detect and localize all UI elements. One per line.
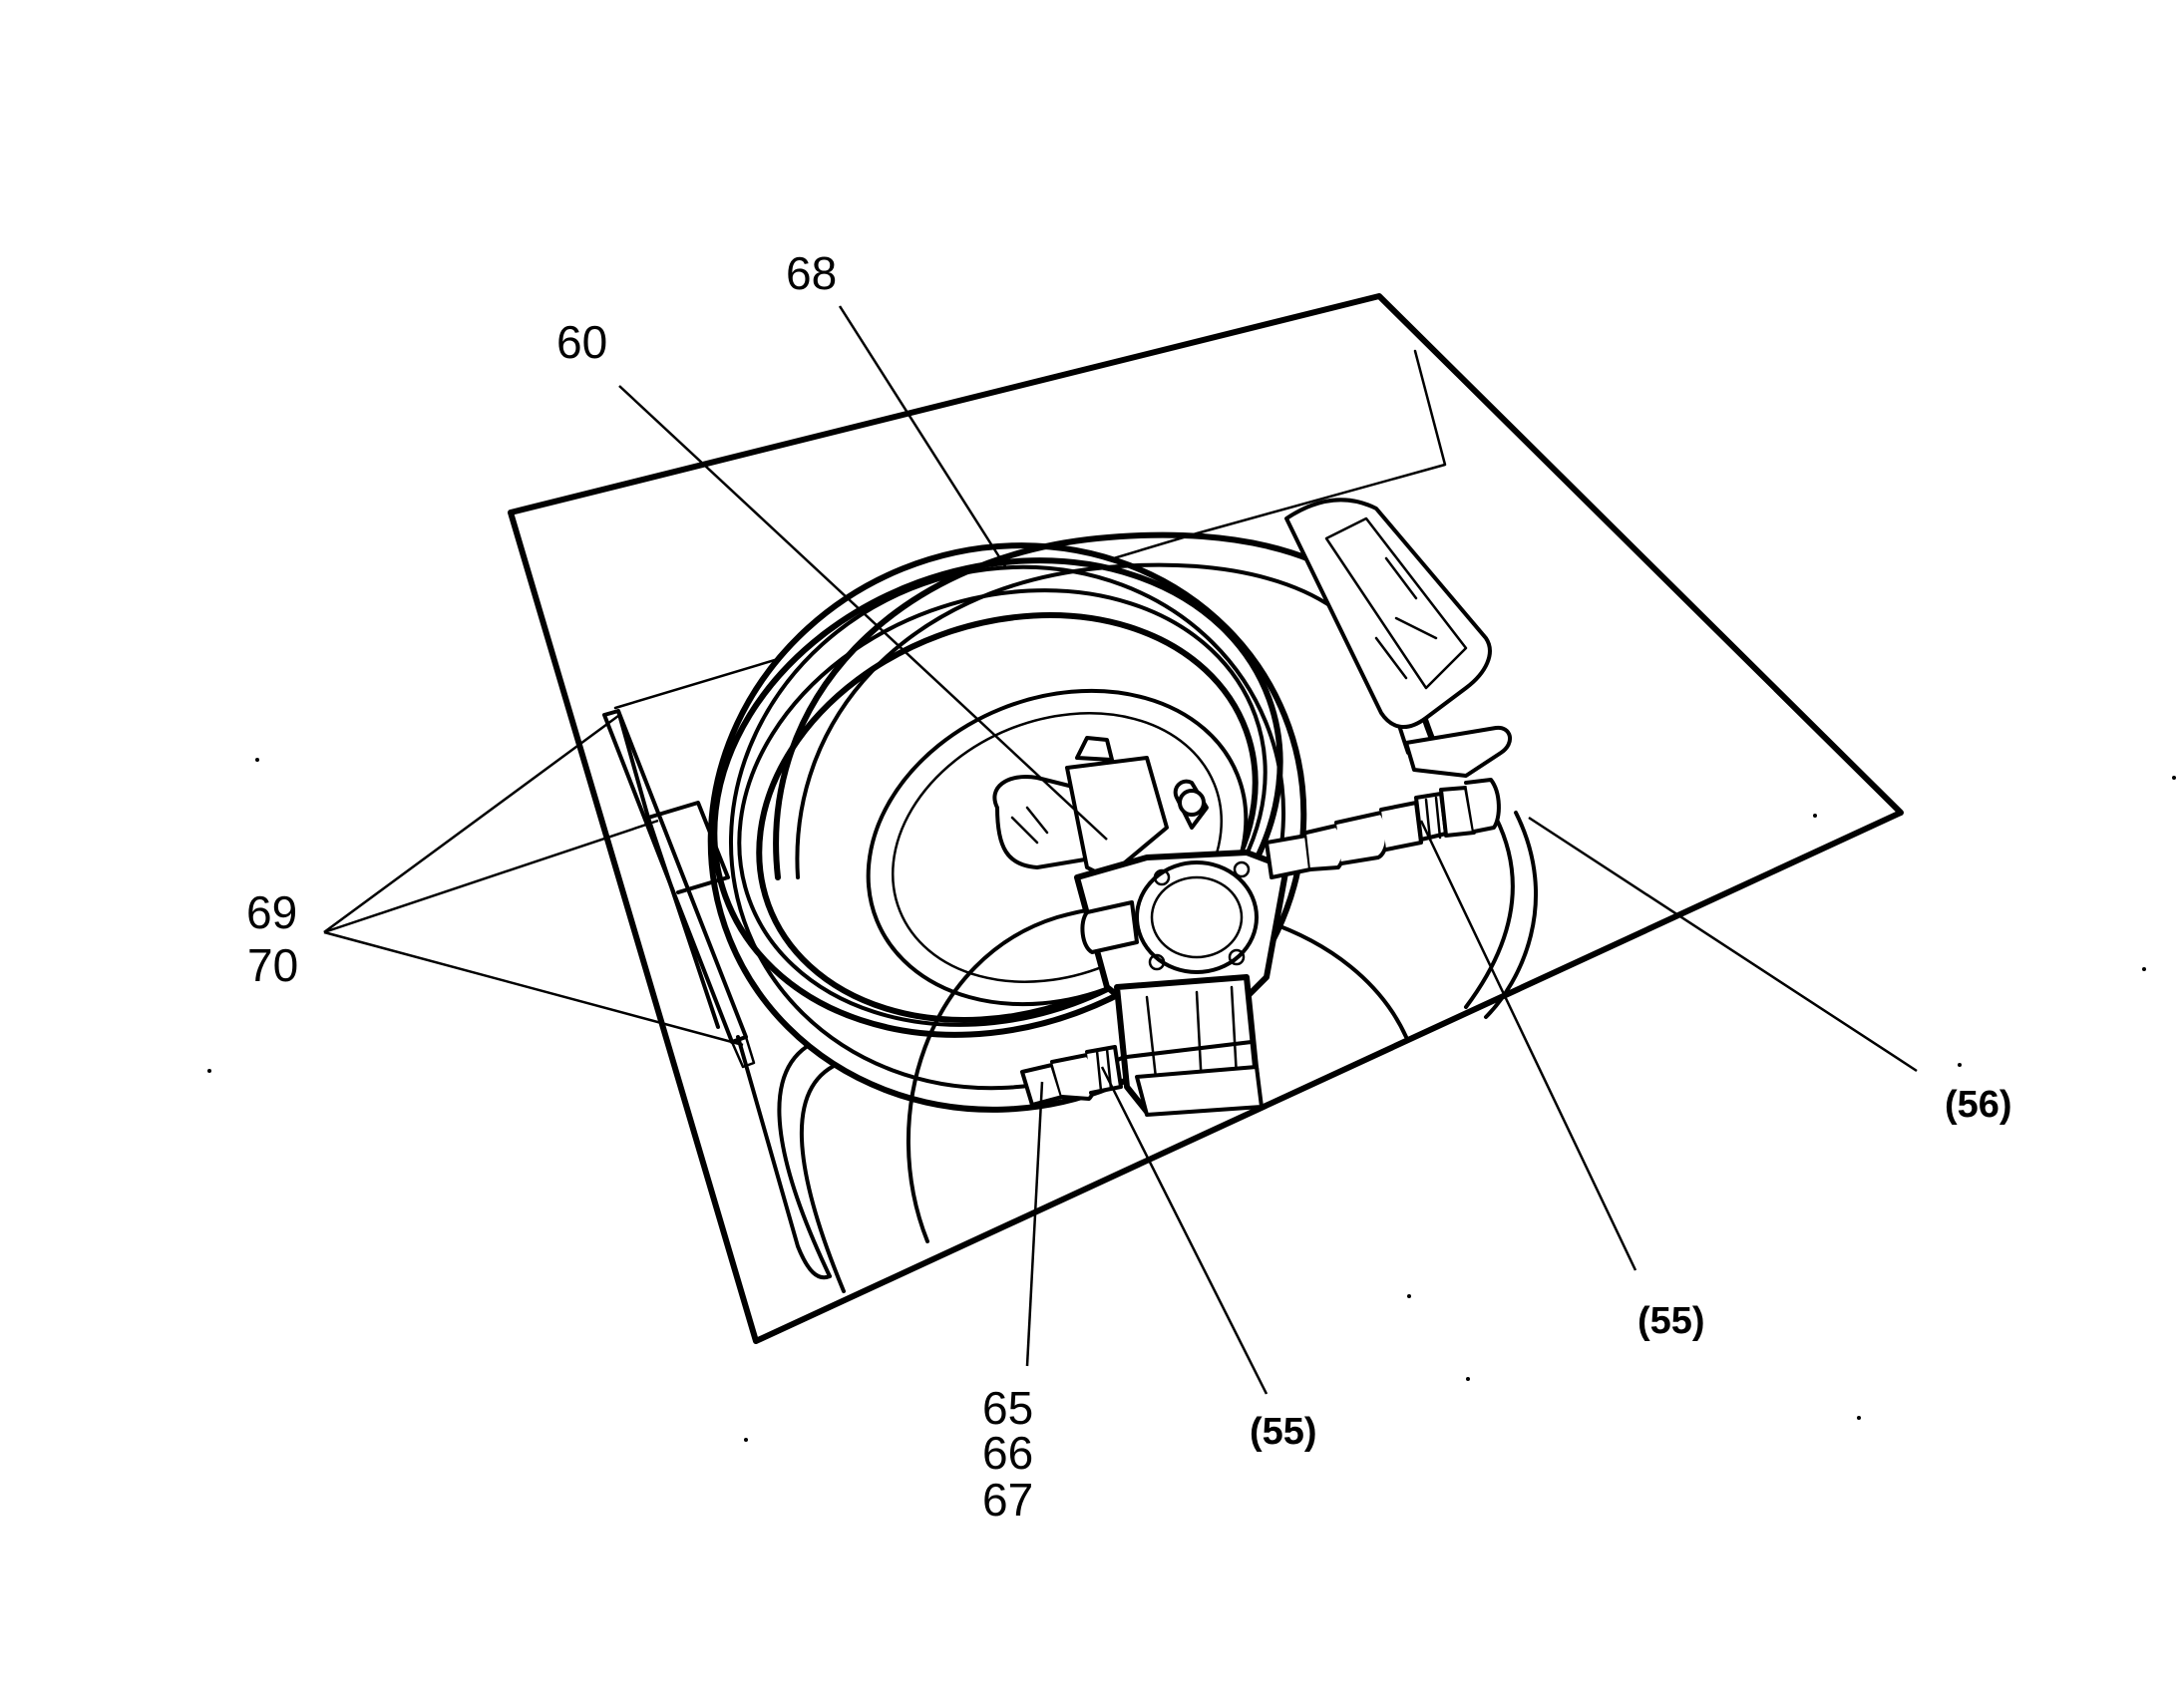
nozzle-holder bbox=[1284, 498, 1512, 778]
callout-60: 60 bbox=[556, 316, 607, 368]
callout-69: 69 bbox=[246, 886, 297, 938]
scan-specks bbox=[207, 758, 2176, 1442]
leader-60 bbox=[618, 385, 1108, 841]
callout-65: 65 bbox=[982, 1382, 1033, 1434]
leader-68 bbox=[838, 305, 1007, 567]
callout-67: 67 bbox=[982, 1474, 1033, 1526]
callout-55-right: (55) bbox=[1637, 1300, 1705, 1342]
left-mounting-bracket bbox=[602, 709, 832, 1280]
callout-66: 66 bbox=[982, 1427, 1033, 1479]
leader-69-70-b bbox=[323, 819, 659, 934]
callout-70: 70 bbox=[247, 939, 298, 991]
leader-55-right bbox=[1419, 820, 1637, 1271]
leader-69-70-c bbox=[323, 930, 744, 1047]
leader-55-bottom bbox=[1100, 1066, 1269, 1395]
callout-56: (56) bbox=[1945, 1084, 2012, 1126]
leader-lines bbox=[323, 305, 1918, 1395]
leader-65-67 bbox=[1025, 1081, 1044, 1367]
leader-69-70-a bbox=[323, 714, 619, 934]
outlet-pipe bbox=[1265, 778, 1501, 879]
mounting-plate bbox=[508, 293, 1904, 1344]
leader-56 bbox=[1528, 816, 1918, 1073]
callout-68: 68 bbox=[786, 247, 837, 299]
flow-meter bbox=[992, 736, 1209, 879]
reel-support-disc bbox=[907, 901, 1408, 1243]
transfer-pump bbox=[1074, 850, 1289, 1117]
callout-55-bottom: (55) bbox=[1250, 1411, 1317, 1453]
